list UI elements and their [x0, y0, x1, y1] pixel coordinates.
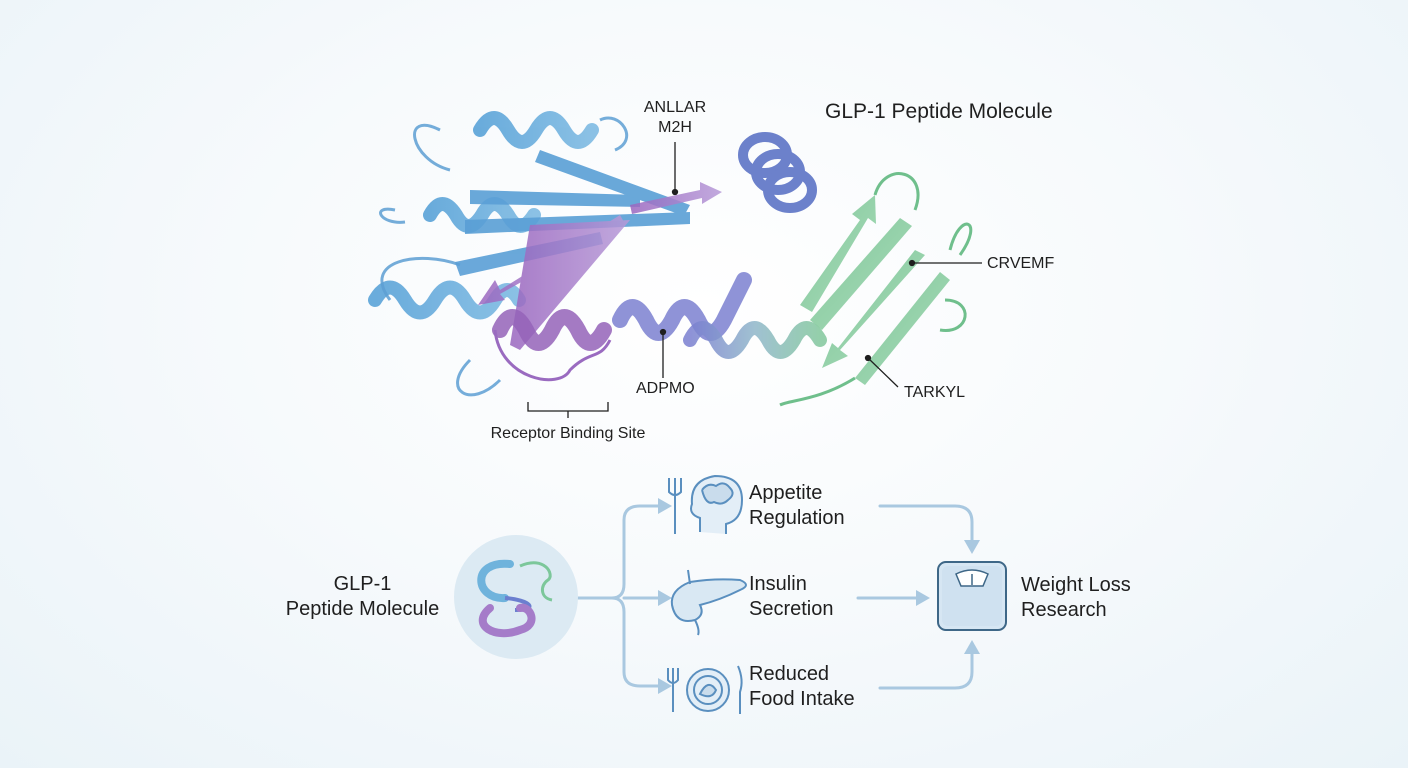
green-loops [779, 172, 973, 407]
flow-effect-appetite: Appetite Regulation [749, 481, 845, 531]
weighing-scale-icon [937, 561, 1007, 631]
label-tarkyl: TARKYL [904, 384, 966, 401]
green-beta-sheet [800, 195, 950, 385]
indigo-top-helix [738, 132, 817, 213]
flow-effect-line1: Insulin [749, 573, 807, 595]
label-receptor-binding-site: Receptor Binding Site [490, 425, 646, 442]
peptide-molecule-icon [454, 535, 578, 659]
purple-helix [492, 309, 612, 351]
flow-arrowheads [658, 498, 980, 694]
purple-beta-strands [478, 182, 722, 350]
annotation-leaders [527, 142, 982, 418]
flow-effect-line2: Regulation [749, 507, 845, 529]
structure-title: GLP-1 Peptide Molecule [825, 100, 1053, 123]
linker-helix [683, 321, 827, 359]
flow-outcome-line2: Research [1021, 599, 1107, 621]
flow-source-line2: Peptide Molecule [285, 598, 440, 620]
purple-loop [493, 329, 612, 382]
label-anllar-line1: ANLLAR [643, 99, 707, 116]
flow-effect-line1: Reduced [749, 663, 830, 685]
flow-effect-insulin: Insulin Secretion [749, 572, 834, 622]
flow-arrows [576, 504, 974, 690]
flow-effect-food-intake: Reduced Food Intake [749, 662, 855, 712]
indigo-helix [612, 272, 752, 341]
flow-outcome-label: Weight Loss Research [1021, 573, 1131, 623]
flow-source-line1: GLP-1 [333, 573, 392, 595]
pancreas-icon [670, 569, 747, 636]
flow-effect-line2: Food Intake [749, 688, 855, 710]
flow-effect-line2: Secretion [749, 598, 834, 620]
flow-outcome-line1: Weight Loss [1021, 574, 1131, 596]
blue-loops [379, 116, 629, 397]
flow-source-label: GLP-1 Peptide Molecule [270, 572, 455, 622]
fork-brain-head-icon [668, 474, 744, 534]
label-adpmo: ADPMO [636, 380, 695, 397]
plate-utensils-icon [667, 665, 743, 714]
flow-effect-line1: Appetite [749, 482, 823, 504]
label-crvemf: CRVEMF [987, 255, 1055, 272]
label-anllar-line2: M2H [658, 119, 692, 136]
